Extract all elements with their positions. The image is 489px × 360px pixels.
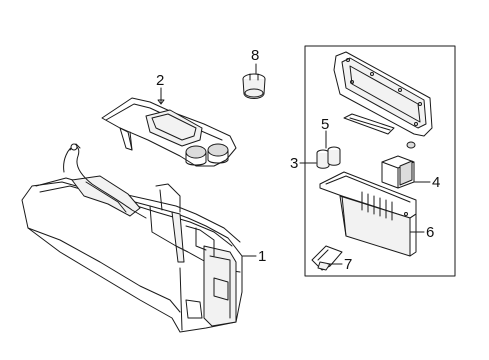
part-6-storage-bin bbox=[319, 171, 417, 257]
leader-lines bbox=[157, 63, 431, 265]
callout-8: 8 bbox=[251, 47, 259, 64]
part-7-clip bbox=[311, 245, 343, 271]
callout-4: 4 bbox=[432, 174, 440, 191]
part-3-assembly-group bbox=[304, 45, 456, 277]
part-4-small-box bbox=[381, 155, 415, 189]
callout-2: 2 bbox=[156, 72, 164, 89]
callout-labels: 1 2 3 4 5 6 7 8 bbox=[156, 47, 440, 273]
callout-3: 3 bbox=[290, 155, 298, 172]
callout-6: 6 bbox=[426, 224, 434, 241]
part-8-cap bbox=[242, 73, 266, 99]
callout-5: 5 bbox=[321, 116, 329, 133]
part-1-console-base bbox=[21, 143, 243, 333]
callout-7: 7 bbox=[344, 256, 352, 273]
armrest-lid bbox=[333, 51, 433, 137]
callout-1: 1 bbox=[258, 248, 266, 265]
part-5-cup-inserts bbox=[316, 146, 341, 169]
part-2-top-trim-panel bbox=[101, 97, 237, 167]
